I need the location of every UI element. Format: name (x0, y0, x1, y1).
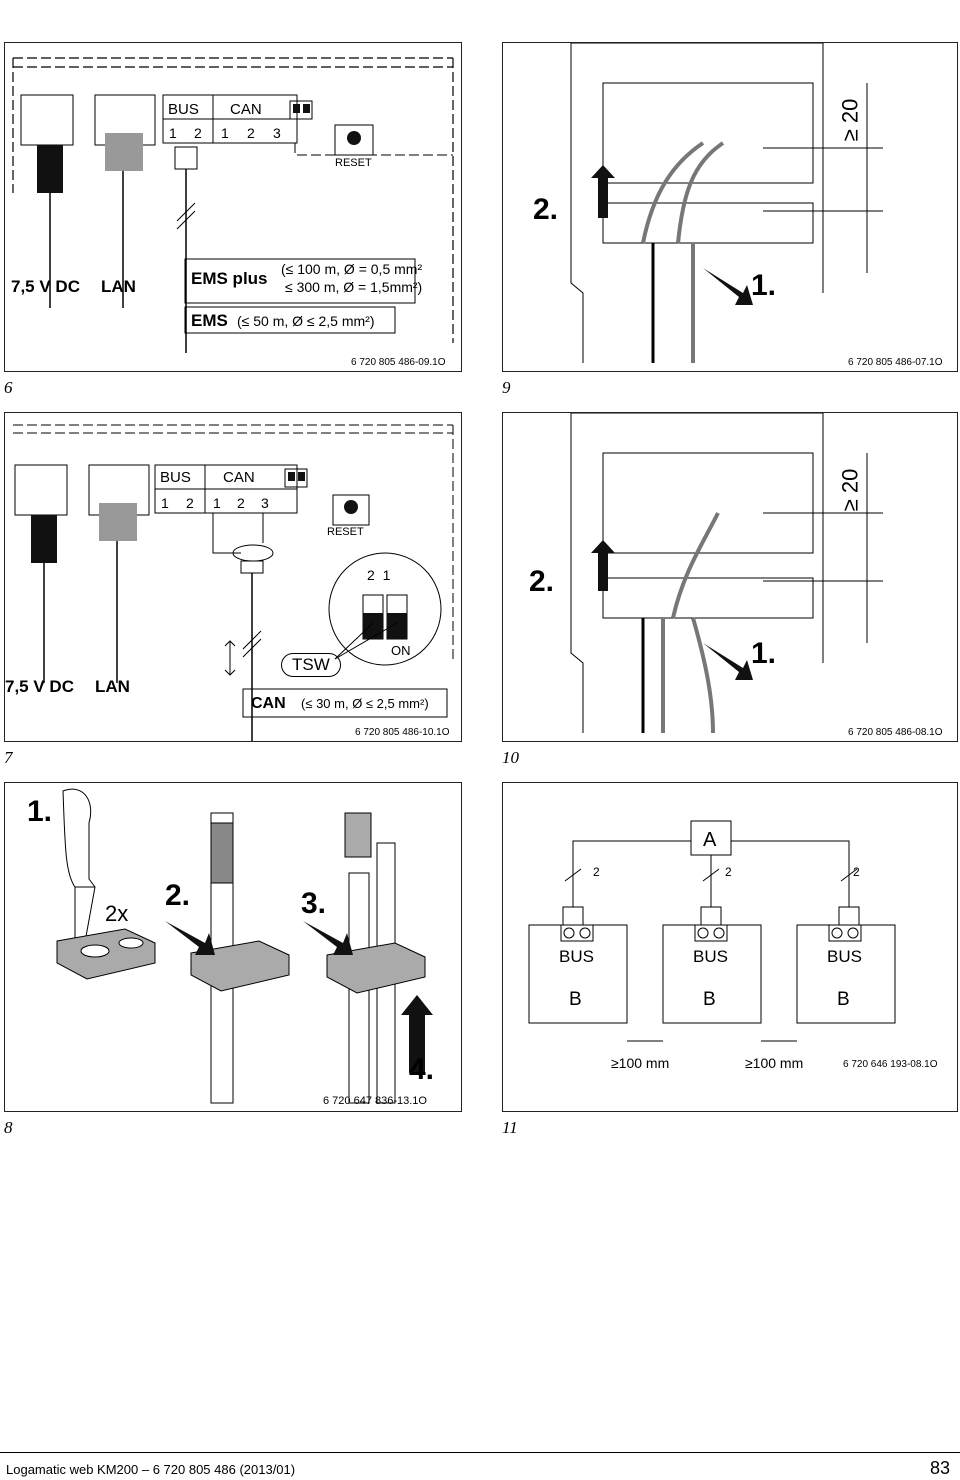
figure-11-drawing (528, 820, 896, 1042)
bus-label: BUS (559, 947, 594, 966)
terminal-3: 1 (221, 125, 229, 141)
terminal-5: 3 (273, 125, 281, 141)
figure-number-9: 9 (502, 378, 511, 397)
figure-10-drawing (570, 413, 883, 734)
terminal-2: 2 (194, 125, 202, 141)
step-3: 3. (301, 887, 327, 920)
spacing-label: ≥100 mm (611, 1055, 670, 1071)
page-number: 83 (929, 1458, 950, 1478)
step-1: 1. (751, 637, 777, 670)
can-label: CAN (223, 469, 255, 486)
figure-9-panel: 2. 1. ≥ 20 6 720 805 486-07.1O (502, 42, 958, 372)
wire-count: 2 (725, 865, 732, 879)
figure-9-drawing (570, 43, 883, 363)
figure-number-11: 11 (502, 1118, 518, 1137)
switch-numbers: 2 1 (367, 567, 391, 583)
ems-plus-spec-2: ≤ 300 m, Ø = 1,5mm²) (285, 279, 423, 295)
dc-label: 7,5 V DC (5, 677, 74, 696)
b-label: B (837, 989, 850, 1010)
step-2: 2. (165, 879, 191, 912)
dimension: ≥ 20 (837, 468, 863, 512)
terminal-1: 1 (161, 495, 169, 511)
step-1: 1. (27, 795, 53, 828)
figure-6-drawing (12, 57, 454, 353)
b-label: B (569, 989, 582, 1010)
figure-number-6: 6 (4, 378, 13, 397)
wire-count: 2 (593, 865, 600, 879)
footer-divider (0, 1452, 960, 1453)
ems-spec: (≤ 50 m, Ø ≤ 2,5 mm²) (237, 313, 375, 329)
terminal-2: 2 (186, 495, 194, 511)
figure-8-panel: 1. 2x 2. 3. 4. 6 720 647 836-13.1O (4, 782, 462, 1112)
ems-plus-spec-1: (≤ 100 m, Ø = 0,5 mm² (281, 261, 423, 277)
reset-label: RESET (327, 526, 364, 538)
figure-7-drawing (13, 424, 454, 741)
lan-label: LAN (95, 677, 130, 696)
on-label: ON (391, 643, 411, 658)
step-4: 4. (409, 1053, 435, 1086)
tsw-label: TSW (281, 653, 341, 677)
terminal-4: 2 (247, 125, 255, 141)
figure-code: 6 720 805 486-09.1O (351, 357, 446, 368)
can-label: CAN (230, 101, 262, 118)
terminal-5: 3 (261, 495, 269, 511)
b-label: B (703, 989, 716, 1010)
reset-label: RESET (335, 157, 372, 169)
terminal-1: 1 (169, 125, 177, 141)
ems-plus-label: EMS plus (191, 269, 268, 288)
figure-code: 6 720 805 486-07.1O (848, 357, 943, 368)
bus-label: BUS (160, 469, 191, 486)
ems-label: EMS (191, 311, 228, 330)
figure-code: 6 720 647 836-13.1O (323, 1095, 427, 1107)
dimension: ≥ 20 (837, 98, 863, 142)
dc-label: 7,5 V DC (11, 277, 80, 296)
figure-code: 6 720 805 486-10.1O (355, 727, 450, 738)
figure-number-8: 8 (4, 1118, 13, 1137)
figure-11-panel: A 2 2 2 BUS BUS BUS B B B ≥100 mm ≥100 m… (502, 782, 958, 1112)
lan-label: LAN (101, 277, 136, 296)
bus-label: BUS (168, 101, 199, 118)
terminal-3: 1 (213, 495, 221, 511)
figure-number-10: 10 (502, 748, 519, 767)
footer-document-title: Logamatic web KM200 – 6 720 805 486 (201… (6, 1462, 296, 1477)
figure-7-panel: BUS CAN 1 2 1 2 3 RESET 2 1 ON TSW 7,5 V… (4, 412, 462, 742)
can-spec: (≤ 30 m, Ø ≤ 2,5 mm²) (301, 696, 429, 711)
bus-label: BUS (693, 947, 728, 966)
wire-count: 2 (853, 865, 860, 879)
times-label: 2x (105, 901, 129, 926)
step-2: 2. (533, 193, 559, 226)
terminal-4: 2 (237, 495, 245, 511)
bus-label: BUS (827, 947, 862, 966)
can-cable-label: CAN (251, 695, 286, 712)
step-2: 2. (529, 565, 555, 598)
figure-10-panel: 2. 1. ≥ 20 6 720 805 486-08.1O (502, 412, 958, 742)
figure-8-drawing (56, 788, 433, 1104)
figure-number-7: 7 (4, 748, 13, 767)
spacing-label: ≥100 mm (745, 1055, 804, 1071)
figure-code: 6 720 805 486-08.1O (848, 727, 943, 738)
a-label: A (703, 829, 717, 851)
figure-code: 6 720 646 193-08.1O (843, 1059, 938, 1070)
step-1: 1. (751, 269, 777, 302)
figure-6-panel: BUS CAN 1 2 1 2 3 RESET 7,5 V DC LAN EMS… (4, 42, 462, 372)
